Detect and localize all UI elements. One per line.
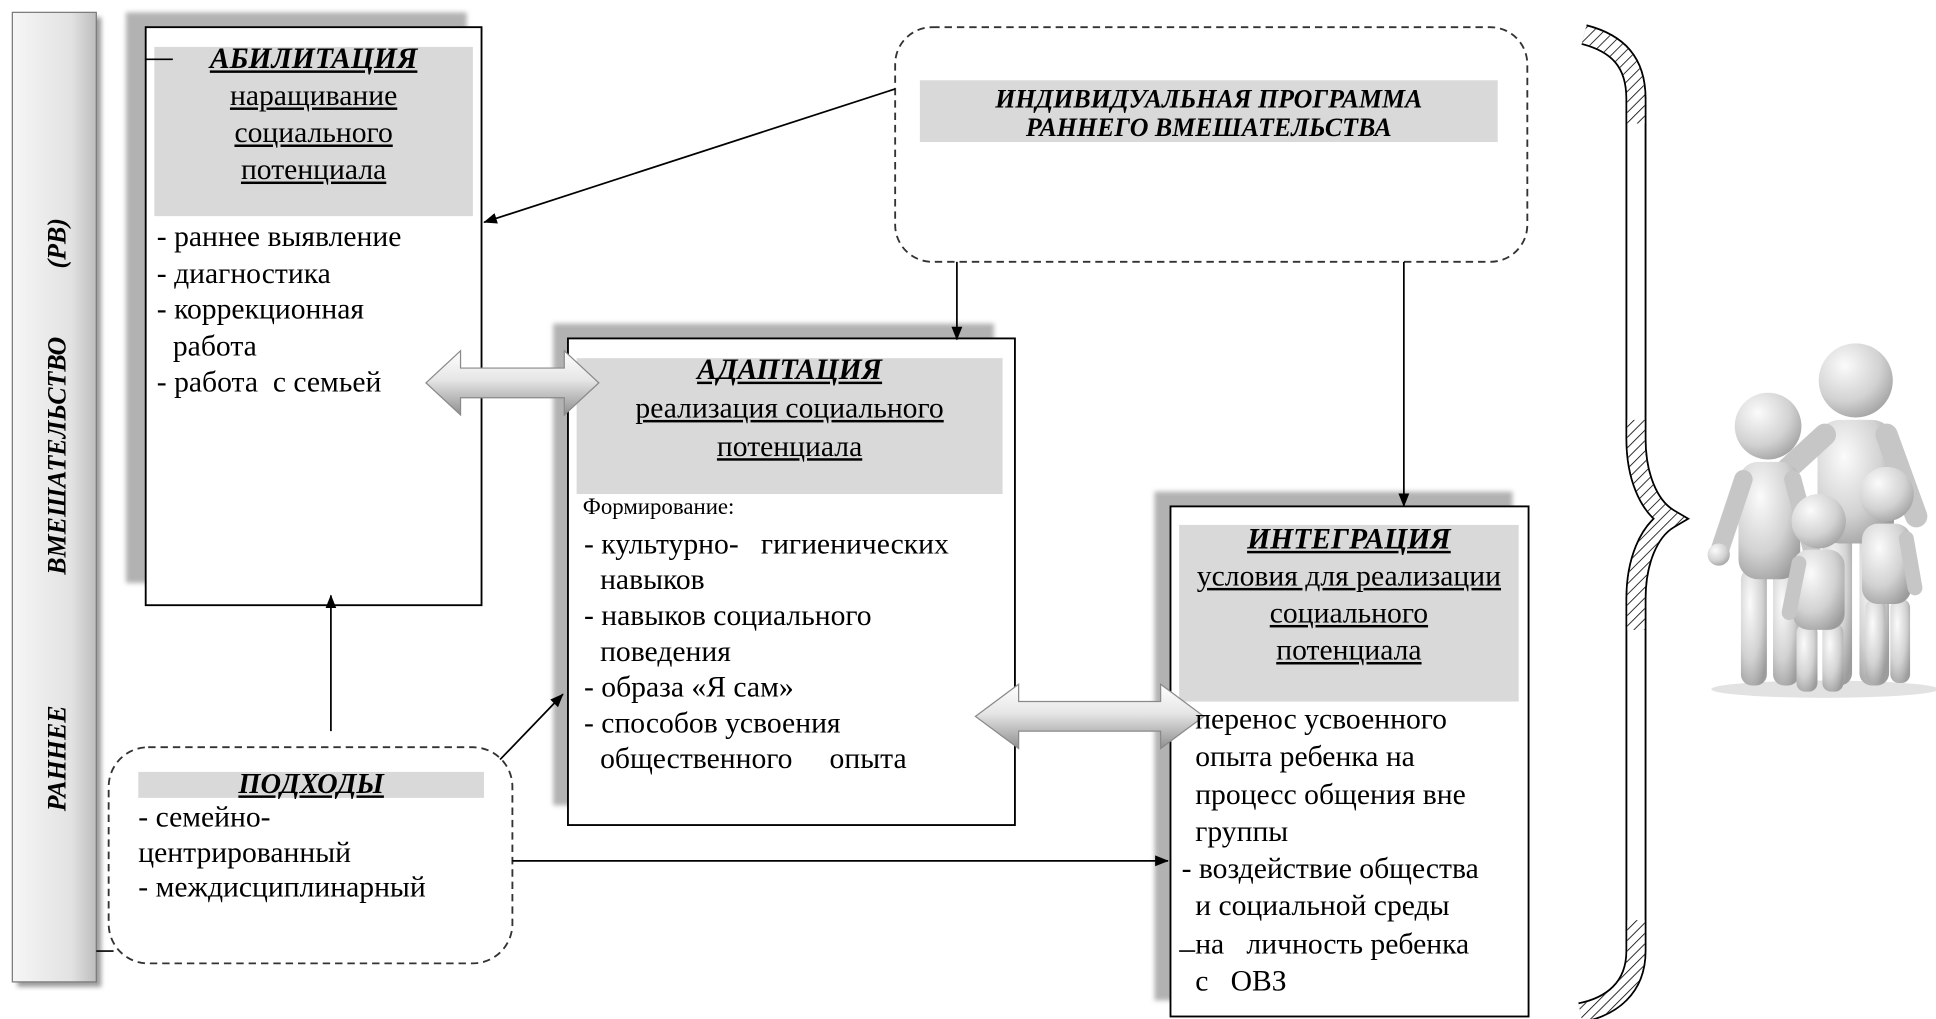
program-title: ИНДИВИДУАЛЬНАЯ ПРОГРАММА РАННЕГО ВМЕШАТЕ…: [920, 83, 1498, 142]
adaptation-item: поведения: [600, 635, 731, 668]
adaptation-subtitle-line: потенциала: [716, 430, 863, 463]
right-brace: [1577, 24, 1690, 1019]
integration-item: опыта ребенка на: [1195, 741, 1415, 774]
adaptation-item: общественного опыта: [600, 742, 907, 776]
integration-item: перенос усвоенного: [1195, 704, 1448, 737]
side-label-abbr: (РВ): [42, 218, 71, 268]
abilitation-item: - работа с семьей: [156, 366, 382, 399]
integration-subtitle-line: условия для реализации: [1196, 560, 1502, 593]
approaches-header: ПОДХОДЫ: [138, 767, 484, 802]
integration-item: с ОВЗ: [1195, 965, 1287, 999]
program-title-line: ИНДИВИДУАЛЬНАЯ ПРОГРАММА: [995, 83, 1423, 114]
integration-header-band: [1179, 524, 1519, 702]
girl-figure: [1859, 466, 1923, 684]
abilitation-list: - раннее выявление - диагностика - корре…: [157, 220, 476, 402]
abilitation-subtitle-line: наращивание: [229, 80, 398, 113]
abilitation-title: АБИЛИТАЦИЯ: [209, 43, 418, 76]
integration-item: - воздействие общества: [1181, 853, 1479, 886]
abilitation-subtitle-line: социального: [234, 117, 393, 150]
abilitation-header: АБИЛИТАЦИЯ наращивание социального потен…: [154, 41, 473, 189]
adaptation-lead: Формирование:: [582, 495, 735, 520]
approaches-list: - семейно- центрированный - междисциплин…: [138, 800, 502, 906]
integration-subtitle-line: социального: [1269, 597, 1429, 630]
abilitation-item: - раннее выявление: [156, 221, 402, 254]
integration-item: на личность ребенка: [1195, 928, 1470, 961]
integration-item: и социальной среды: [1195, 891, 1450, 924]
integration-subtitle-line: потенциала: [1276, 634, 1422, 667]
family-illustration: [1707, 343, 1936, 698]
side-bar: [11, 11, 97, 983]
side-label-early: РАННЕЕ: [42, 705, 71, 812]
program-header-band: [919, 80, 1498, 143]
double-arrow-abilitation-adaptation: [425, 349, 600, 417]
integration-list: перенос усвоенного опыта ребенка на проц…: [1182, 702, 1525, 1001]
integration-item: процесс общения вне: [1195, 778, 1466, 811]
adaptation-item: - навыков социального: [584, 599, 872, 632]
integration-title: ИНТЕГРАЦИЯ: [1247, 523, 1451, 556]
program-box: [894, 26, 1529, 263]
approaches-item: - междисциплинарный: [138, 871, 426, 905]
adaptation-item: - культурно- гигиенических: [584, 528, 949, 561]
mother-figure: [1707, 392, 1822, 686]
approaches-item: центрированный: [138, 836, 352, 869]
arrow-program-to-abilitation: [483, 88, 896, 224]
approaches-box: [107, 746, 514, 965]
boy-figure: [1781, 494, 1846, 692]
approaches-item: - семейно-: [138, 801, 271, 834]
adaptation-item: - способов усвоения: [584, 707, 841, 740]
abilitation-item: - диагностика: [156, 257, 331, 290]
integration-header: ИНТЕГРАЦИЯ условия для реализации социал…: [1179, 521, 1519, 669]
adaptation-item: - образа «Я сам»: [584, 671, 794, 704]
program-title-line: РАННЕГО ВМЕШАТЕЛЬСТВА: [1025, 111, 1392, 142]
double-arrow-adaptation-integration: [974, 683, 1205, 750]
adaptation-subtitle-line: реализация социального: [635, 392, 944, 425]
integration-item: группы: [1195, 816, 1289, 849]
adaptation-header: АДАПТАЦИЯ реализация социального потенци…: [577, 351, 1003, 466]
abilitation-item: - коррекционная: [156, 293, 365, 327]
abilitation-header-band: [154, 46, 473, 217]
side-label-intervention: ВМЕШАТЕЛЬСТВО: [42, 337, 71, 576]
abilitation-item: работа: [172, 330, 257, 363]
adaptation-list: - культурно- гигиенических навыков - нав…: [584, 527, 1010, 778]
approaches-header-band: [138, 771, 485, 798]
adaptation-title: АДАПТАЦИЯ: [697, 353, 883, 386]
adaptation-item: навыков: [600, 563, 705, 596]
adaptation-header-band: [576, 358, 1003, 495]
approaches-title: ПОДХОДЫ: [238, 768, 384, 800]
abilitation-subtitle-line: потенциала: [240, 154, 387, 187]
arrow-approaches-to-adaptation: [499, 693, 564, 761]
